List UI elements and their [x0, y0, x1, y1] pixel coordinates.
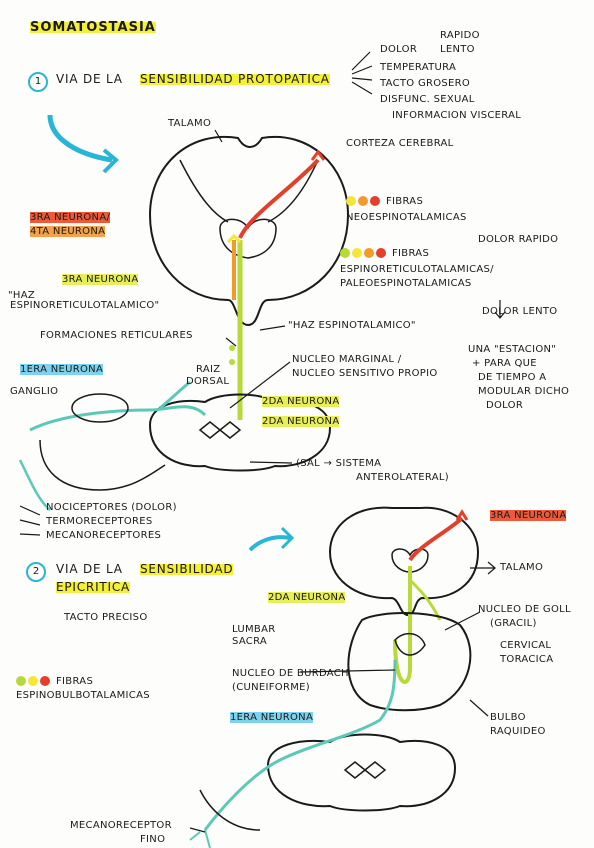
- label-corteza: Corteza cerebral: [346, 138, 454, 149]
- label-receptor-1: Nociceptores (dolor): [46, 502, 177, 513]
- label-neurona-1: 1era neurona: [20, 364, 104, 375]
- note-line-1: Una "estacion": [468, 344, 557, 355]
- section-2-sub: Tacto preciso: [64, 612, 148, 623]
- label-formaciones: Formaciones reticulares: [40, 330, 193, 341]
- section-1-number: 1: [28, 72, 48, 92]
- label-burdach-1: Nucleo de Burdach: [232, 668, 349, 679]
- label-neurona-3-4-a: 3ra neurona/: [30, 212, 111, 223]
- dorsal-root-1: [29, 405, 207, 432]
- label-goll-1: Nucleo de Goll: [478, 604, 571, 615]
- label-sal-2: anterolateral): [356, 472, 449, 483]
- section-2-heading-prefix: Via de la: [56, 562, 123, 576]
- label-haz-reticulo-1: "Haz: [8, 290, 36, 301]
- thalamus-shape-2: [391, 548, 429, 573]
- list-dolor: Dolor: [380, 44, 418, 55]
- label-talamo-1: Talamo: [168, 118, 212, 129]
- section-2-heading-sub: epicritica: [56, 580, 131, 594]
- note-line-2: + para que: [472, 358, 537, 369]
- list-disfunc: Disfunc. sexual: [380, 94, 475, 105]
- label-bulbo-1: Bulbo: [490, 712, 526, 723]
- label-haz-reticulo-2: espinoreticulotalamico": [10, 300, 160, 311]
- ganglion-1: [71, 393, 129, 423]
- fibras-neo-result: Dolor rapido: [478, 234, 559, 245]
- arrow-big-2: [248, 535, 291, 552]
- label-lumbar-2: sacra: [232, 636, 268, 647]
- spinal-cord-1: [148, 393, 332, 472]
- fibras-paleo-dots: [340, 248, 386, 258]
- label-nucleo-marginal-1: Nucleo marginal /: [292, 354, 402, 365]
- list-temperatura: Temperatura: [380, 62, 457, 73]
- note-line-4: modular dicho: [478, 386, 570, 397]
- label-neurona-3: 3ra neurona: [62, 274, 139, 285]
- fibras-s2-dots: [16, 676, 50, 686]
- note-line-5: dolor: [486, 400, 524, 411]
- cortex-fibre-1: [238, 158, 320, 239]
- list-tacto: Tacto grosero: [380, 78, 471, 89]
- note-line-3: de tiempo a: [478, 372, 547, 383]
- dorsal-root-2: [203, 659, 397, 831]
- list-lento: Lento: [440, 44, 475, 55]
- list-rapido: Rapido: [440, 30, 480, 41]
- section-2-number: 2: [26, 562, 46, 582]
- section-2-heading: sensibilidad: [140, 562, 234, 576]
- medulla-2: [347, 612, 472, 712]
- label-haz-espinotalamico: "Haz espinotalamico": [288, 320, 416, 331]
- fibras-paleo-result: Dolor lento: [482, 306, 558, 317]
- label-sal-1: (SAL → sistema: [296, 458, 382, 469]
- label-raiz-2: dorsal: [186, 376, 230, 387]
- fibras-paleo-desc-2: Paleoespinotalamicas: [340, 278, 472, 289]
- label-lumbar-1: Lumbar: [232, 624, 276, 635]
- section-1-heading: sensibilidad protopatica: [140, 72, 330, 86]
- label-neurona-3-4-b: 4ta neurona: [30, 226, 106, 237]
- label-raiz-1: Raiz: [196, 364, 221, 375]
- fibras-neo-title: Fibras: [386, 196, 424, 207]
- fibras-neo-desc: Neoespinotalamicas: [346, 212, 467, 223]
- label-neurona-1-s2: 1era neurona: [230, 712, 314, 723]
- label-neurona-2b: 2da neurona: [262, 416, 340, 427]
- label-cervical-1: Cervical: [500, 640, 552, 651]
- label-receptor-2: Termoreceptores: [46, 516, 153, 527]
- fibras-s2-desc: Espinobulbotalamicas: [16, 690, 150, 701]
- list-info: Informacion visceral: [392, 110, 522, 121]
- label-burdach-2: (cuneiforme): [232, 682, 310, 693]
- label-goll-2: (gracil): [490, 618, 537, 629]
- label-mecano: Mecanoreceptor: [70, 820, 172, 831]
- label-neurona-2a: 2da neurona: [262, 396, 340, 407]
- label-neurona-2-s2: 2da neurona: [268, 592, 346, 603]
- label-talamo-2: Talamo: [500, 562, 544, 573]
- brain-outline-1: [148, 135, 350, 327]
- label-neurona-3-s2: 3ra neurona: [490, 510, 567, 521]
- arrow-big-1: [47, 114, 113, 163]
- fibras-s2-title: Fibras: [56, 676, 94, 687]
- label-nucleo-marginal-2: nucleo sensitivo propio: [292, 368, 438, 379]
- label-bulbo-2: raquideo: [490, 726, 546, 737]
- page-title: Somatostasia: [30, 20, 156, 35]
- section-1-heading-prefix: Via de la: [56, 72, 123, 86]
- thalamus-shape-1: [219, 218, 277, 259]
- label-cervical-2: toracica: [500, 654, 554, 665]
- fibras-paleo-desc-1: Espinoreticulotalamicas/: [340, 264, 494, 275]
- label-fino: fino: [140, 834, 166, 845]
- label-receptor-3: Mecanoreceptores: [46, 530, 162, 541]
- label-ganglio: Ganglio: [10, 386, 59, 397]
- fibras-paleo-title: Fibras: [392, 248, 430, 259]
- fibras-neo-dots: [346, 196, 380, 206]
